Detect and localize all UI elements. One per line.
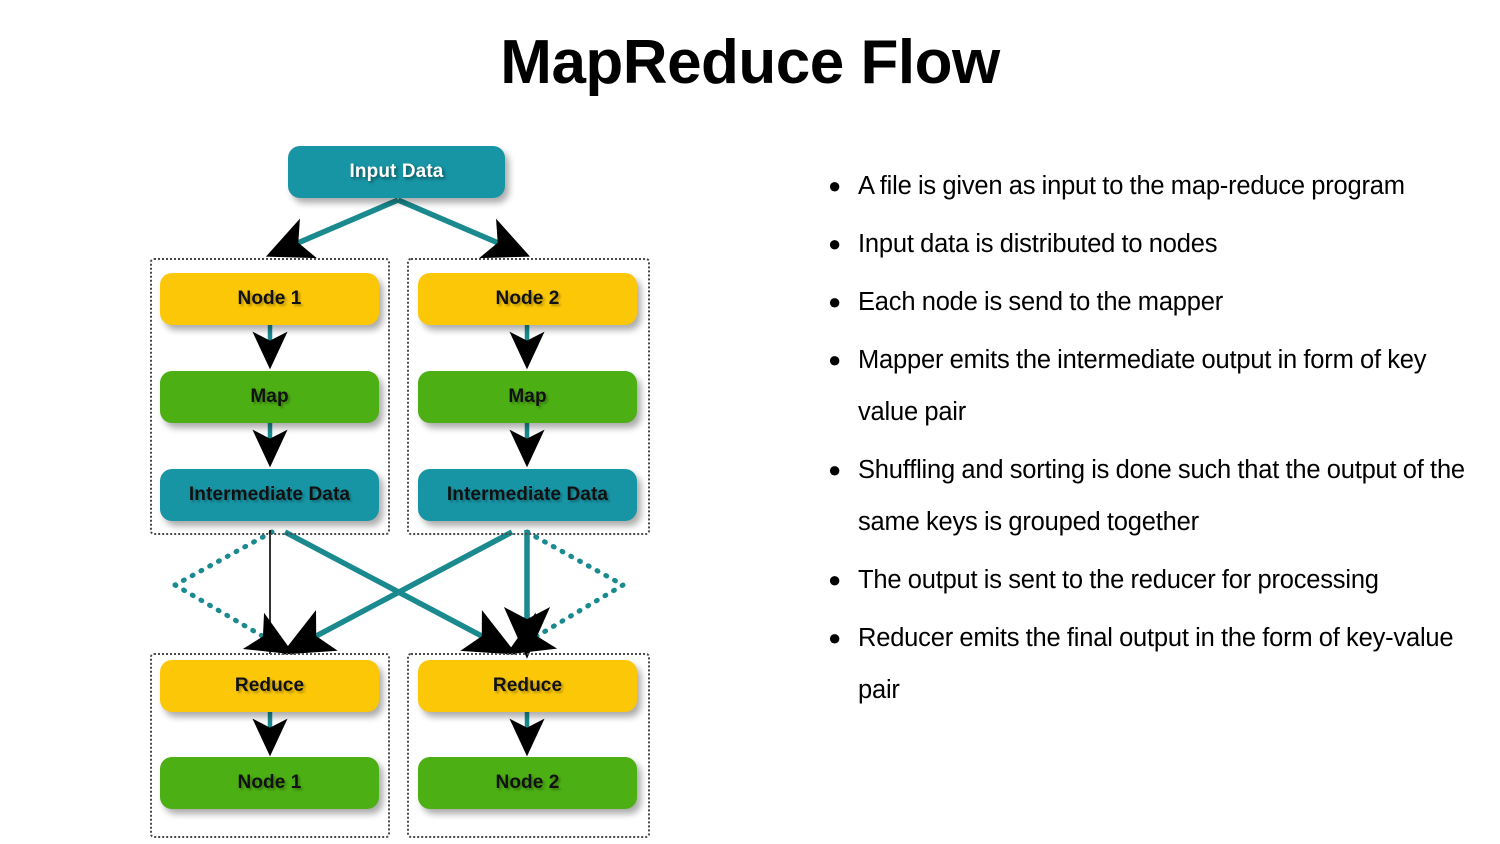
list-item: ● Shuffling and sorting is done such tha…	[812, 444, 1492, 548]
map-box-2[interactable]: Map	[418, 371, 637, 423]
shuffle-dotted-left-lower	[172, 582, 295, 655]
bullet-text: Each node is send to the mapper	[858, 288, 1224, 316]
arrow-input-to-node2	[396, 197, 531, 259]
shuffle-dotted-right-upper	[524, 529, 626, 588]
bullet-marker-icon: ●	[828, 457, 842, 482]
output-node1-label: Node 1	[237, 772, 302, 793]
map-group-node1	[150, 258, 390, 535]
map2-label: Map	[508, 386, 547, 407]
list-item: ● Each node is send to the mapper	[812, 276, 1492, 328]
arrow-input-to-node1	[265, 197, 400, 259]
intermediate2-label: Intermediate Data	[446, 484, 609, 505]
bullet-text: Reducer emits the final output in the fo…	[858, 624, 1454, 704]
intermediate-data-box-2[interactable]: Intermediate Data	[418, 469, 637, 521]
input-data-label: Input Data	[349, 161, 444, 182]
list-item: ● Mapper emits the intermediate output i…	[812, 334, 1492, 438]
input-data-box[interactable]: Input Data	[288, 146, 505, 198]
shuffle-cross-intermediate2-to-reduce1	[281, 529, 514, 655]
bullet-marker-icon: ●	[828, 567, 842, 592]
intermediate1-label: Intermediate Data	[188, 484, 351, 505]
mapreduce-flow-diagram: Input Data Node 1 Map Intermediate Data …	[0, 120, 740, 840]
bullet-marker-icon: ●	[828, 289, 842, 314]
reduce1-label: Reduce	[234, 675, 305, 696]
reduce-box-1[interactable]: Reduce	[160, 660, 379, 712]
map1-label: Map	[250, 386, 289, 407]
output-node2-label: Node 2	[495, 772, 560, 793]
shuffle-dotted-left-upper	[172, 529, 275, 588]
bullet-text: The output is sent to the reducer for pr…	[858, 566, 1379, 594]
output-node-box-1[interactable]: Node 1	[160, 757, 379, 809]
bullet-marker-icon: ●	[828, 625, 842, 650]
bullet-text: Mapper emits the intermediate output in …	[858, 346, 1427, 426]
bullet-text: Input data is distributed to nodes	[858, 230, 1218, 258]
bullet-text: A file is given as input to the map-redu…	[858, 172, 1405, 200]
node-box-node1[interactable]: Node 1	[160, 273, 379, 325]
map-box-1[interactable]: Map	[160, 371, 379, 423]
bullet-marker-icon: ●	[828, 173, 842, 198]
list-item: ● Input data is distributed to nodes	[812, 218, 1492, 270]
list-item: ● A file is given as input to the map-re…	[812, 160, 1492, 212]
intermediate-data-box-1[interactable]: Intermediate Data	[160, 469, 379, 521]
node2-label: Node 2	[495, 288, 560, 309]
map-group-node2	[407, 258, 650, 535]
list-item: ● Reducer emits the final output in the …	[812, 612, 1492, 716]
reduce2-label: Reduce	[492, 675, 563, 696]
diagram-connectors	[172, 197, 626, 757]
reduce-box-2[interactable]: Reduce	[418, 660, 637, 712]
list-item: ● The output is sent to the reducer for …	[812, 554, 1492, 606]
bullet-marker-icon: ●	[828, 347, 842, 372]
page-title: MapReduce Flow	[500, 28, 1000, 97]
bullet-text: Shuffling and sorting is done such that …	[858, 456, 1465, 536]
bullet-marker-icon: ●	[828, 231, 842, 256]
node-box-node2[interactable]: Node 2	[418, 273, 637, 325]
output-node-box-2[interactable]: Node 2	[418, 757, 637, 809]
node1-label: Node 1	[237, 288, 302, 309]
summary-bullet-list: ● A file is given as input to the map-re…	[812, 160, 1492, 722]
